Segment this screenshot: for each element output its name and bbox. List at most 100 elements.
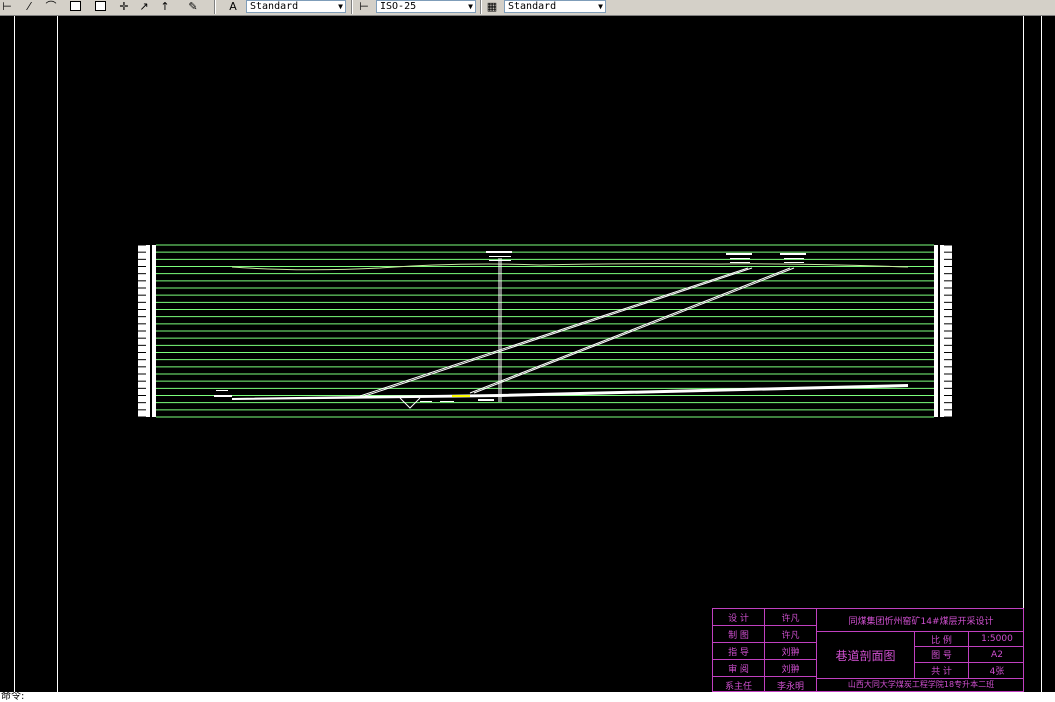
scale-tick: [944, 373, 952, 375]
frame-left-outer: [14, 16, 15, 692]
scale-tick: [944, 359, 952, 361]
frame-right-inner: [1023, 16, 1024, 692]
toolbar: ⊢ ⁄ ⌒ ✛ ↗ ↑ ✎ A Standard ▼ ⊢ ISO-25 ▼ ▦ …: [0, 0, 1055, 16]
title-role-cell: 指 导: [713, 643, 765, 660]
inclined-roadway-1: [359, 267, 749, 397]
table-style-value: Standard: [508, 1, 557, 12]
title-name-cell: 许凡: [765, 609, 817, 626]
sheet-label: 图 号: [915, 647, 969, 663]
tangent-icon[interactable]: ↗: [139, 0, 149, 13]
title-block: 设 计 许凡 制 图 许凡 指 导 刘翀 审 阅 刘翀 系主任 李永明 同煤集团…: [712, 608, 1024, 692]
table-style-icon[interactable]: ▦: [486, 0, 498, 13]
scale-tick: [138, 380, 146, 382]
scale-tick: [138, 294, 146, 296]
scale-tick: [138, 366, 146, 368]
scale-tick: [944, 395, 952, 396]
drawing-canvas[interactable]: [0, 16, 1055, 692]
chevron-down-icon[interactable]: ▼: [598, 2, 603, 11]
scale-tick: [944, 344, 952, 346]
scale-ticks: [138, 244, 952, 418]
inclined-roadway-2: [469, 267, 791, 394]
scale-tick: [138, 323, 146, 325]
title-name-cell: 刘翀: [765, 643, 817, 660]
inclined-roadway-2b: [473, 267, 795, 394]
scale-tick: [138, 258, 146, 260]
scale-tick: [944, 316, 952, 318]
sheet-value: A2: [969, 647, 1023, 663]
text-style-icon[interactable]: A: [229, 0, 237, 13]
title-name-cell: 李永明: [765, 677, 817, 691]
scale-label: 比 例: [915, 632, 969, 647]
chevron-down-icon[interactable]: ▼: [468, 2, 473, 11]
move-icon[interactable]: ✛: [119, 0, 129, 13]
ground-surface-line: [231, 263, 909, 271]
scale-tick: [138, 266, 146, 267]
scale-tick: [944, 323, 952, 325]
dim-style-value: ISO-25: [380, 1, 417, 12]
scale-tick: [944, 330, 952, 332]
title-role-cell: 设 计: [713, 609, 765, 626]
scale-tick: [138, 337, 146, 339]
toolbar-separator: [214, 0, 216, 14]
scale-tick: [138, 309, 146, 310]
scale-tick: [138, 280, 146, 282]
title-role-cell: 系主任: [713, 677, 765, 691]
command-line[interactable]: 命令:: [0, 692, 1055, 702]
rectangle-icon[interactable]: [95, 1, 106, 11]
count-label: 共 计: [915, 663, 969, 679]
rectangle-icon[interactable]: [70, 1, 81, 11]
frame-left-inner: [57, 16, 58, 692]
dim-style-dropdown[interactable]: ISO-25 ▼: [376, 0, 476, 13]
leader-icon[interactable]: ↑: [160, 0, 170, 13]
school-name: 山西大同大学煤炭工程学院18专升本二班: [817, 679, 1023, 691]
text-style-dropdown[interactable]: Standard ▼: [246, 0, 346, 13]
chevron-down-icon[interactable]: ▼: [338, 2, 343, 11]
scale-tick: [944, 337, 952, 339]
scale-tick: [944, 352, 952, 353]
frame-right-outer: [1041, 16, 1042, 692]
scale-tick: [944, 287, 952, 289]
scale-tick: [138, 402, 146, 404]
title-name-cell: 许凡: [765, 626, 817, 643]
drawing-name: 巷道剖面图: [817, 632, 915, 679]
scale-tick: [944, 273, 952, 275]
profile-grid: [156, 244, 934, 418]
scale-tick: [138, 244, 146, 246]
scale-tick: [944, 409, 952, 411]
scale-tick: [138, 316, 146, 318]
scale-tick: [944, 244, 952, 246]
scale-tick: [944, 309, 952, 310]
scale-tick: [138, 287, 146, 289]
dimension-linear-icon[interactable]: ⊢: [2, 0, 12, 13]
toolbar-separator: [351, 0, 353, 14]
scale-tick: [944, 380, 952, 382]
scale-value: 1:5000: [969, 632, 1023, 647]
scale-tick: [944, 416, 952, 418]
scale-tick: [944, 402, 952, 404]
scale-tick: [138, 395, 146, 396]
sump-outline: [399, 397, 421, 409]
eraser-icon[interactable]: ✎: [188, 0, 198, 13]
scale-tick: [138, 301, 146, 303]
scale-tick: [944, 366, 952, 368]
coal-seam-roadway: [232, 384, 908, 400]
scale-tick: [138, 416, 146, 418]
scale-tick: [138, 344, 146, 346]
table-style-dropdown[interactable]: Standard ▼: [504, 0, 606, 13]
count-value: 4张: [969, 663, 1023, 679]
scale-tick: [138, 359, 146, 361]
scale-tick: [138, 409, 146, 411]
dimension-arc-icon[interactable]: ⌒: [45, 0, 57, 13]
scale-tick: [944, 266, 952, 267]
profile-annotations: [214, 251, 806, 402]
title-role-cell: 制 图: [713, 626, 765, 643]
project-title: 同煤集团忻州窑矿14#煤层开采设计: [817, 609, 1023, 632]
scale-tick: [138, 373, 146, 375]
scale-tick: [944, 301, 952, 303]
command-prompt: 命令:: [1, 692, 25, 702]
scale-tick: [138, 251, 146, 253]
scale-tick: [944, 387, 952, 389]
dimension-aligned-icon[interactable]: ⁄: [28, 0, 30, 13]
dim-style-icon[interactable]: ⊢: [359, 0, 369, 13]
